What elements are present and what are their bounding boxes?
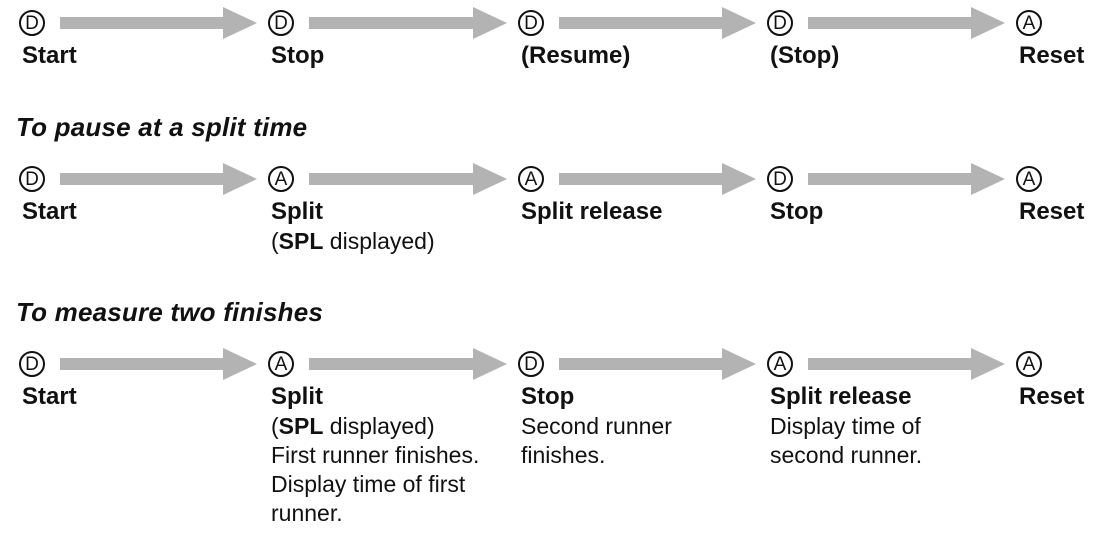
arrow-icon	[559, 6, 756, 40]
step-note: runner.	[271, 499, 343, 528]
step-label: Split release	[521, 198, 663, 225]
button-a-icon: A	[518, 166, 544, 192]
arrow-icon	[309, 347, 507, 381]
arrow-icon	[309, 6, 507, 40]
button-a-icon: A	[268, 166, 294, 192]
step-label: Split release	[770, 383, 912, 410]
note-text: displayed)	[323, 413, 435, 439]
arrow-icon	[309, 162, 507, 196]
button-d-icon: D	[19, 166, 45, 192]
step-label: Split	[271, 198, 323, 225]
display-indicator: SPL	[278, 228, 324, 254]
note-text: First runner finishes.	[271, 442, 480, 468]
step-note: Display time of first	[271, 470, 465, 499]
note-text: Display time of first	[271, 471, 466, 497]
button-a-icon: A	[1016, 351, 1042, 377]
button-d-icon: D	[767, 166, 793, 192]
note-text: (	[271, 228, 279, 254]
step-label: (Stop)	[770, 42, 840, 69]
step-note: First runner finishes.	[271, 441, 479, 470]
step-label: Stop	[770, 198, 824, 225]
note-text: runner.	[271, 500, 343, 526]
step-label: Stop	[271, 42, 325, 69]
button-d-icon: D	[268, 10, 294, 36]
button-a-icon: A	[1016, 166, 1042, 192]
button-a-icon: A	[268, 351, 294, 377]
arrow-icon	[559, 162, 756, 196]
step-label: Start	[22, 198, 77, 225]
step-note: finishes.	[521, 441, 605, 470]
arrow-icon	[60, 162, 257, 196]
note-text: second runner.	[770, 442, 923, 468]
step-note: (SPL displayed)	[271, 227, 435, 256]
note-text: displayed)	[323, 228, 435, 254]
button-a-icon: A	[1016, 10, 1042, 36]
display-indicator: SPL	[278, 413, 324, 439]
step-label: Reset	[1019, 383, 1085, 410]
step-label: (Resume)	[521, 42, 631, 69]
button-a-icon: A	[767, 351, 793, 377]
arrow-icon	[60, 347, 257, 381]
arrow-icon	[808, 162, 1005, 196]
section-title: To pause at a split time	[16, 112, 308, 142]
button-d-icon: D	[19, 351, 45, 377]
step-label: Start	[22, 42, 77, 69]
step-label: Split	[271, 383, 323, 410]
step-label: Reset	[1019, 42, 1085, 69]
step-note: second runner.	[770, 441, 922, 470]
button-d-icon: D	[518, 351, 544, 377]
note-text: Display time of	[770, 413, 921, 439]
note-text: Second runner	[521, 413, 672, 439]
button-d-icon: D	[19, 10, 45, 36]
button-d-icon: D	[518, 10, 544, 36]
step-label: Start	[22, 383, 77, 410]
arrow-icon	[808, 6, 1005, 40]
arrow-icon	[808, 347, 1005, 381]
button-d-icon: D	[767, 10, 793, 36]
arrow-icon	[60, 6, 257, 40]
step-label: Reset	[1019, 198, 1085, 225]
step-note: Display time of	[770, 412, 921, 441]
note-text: finishes.	[521, 442, 606, 468]
note-text: (	[271, 413, 279, 439]
step-label: Stop	[521, 383, 575, 410]
section-title: To measure two finishes	[16, 297, 324, 327]
arrow-icon	[559, 347, 756, 381]
step-note: (SPL displayed)	[271, 412, 435, 441]
step-note: Second runner	[521, 412, 672, 441]
